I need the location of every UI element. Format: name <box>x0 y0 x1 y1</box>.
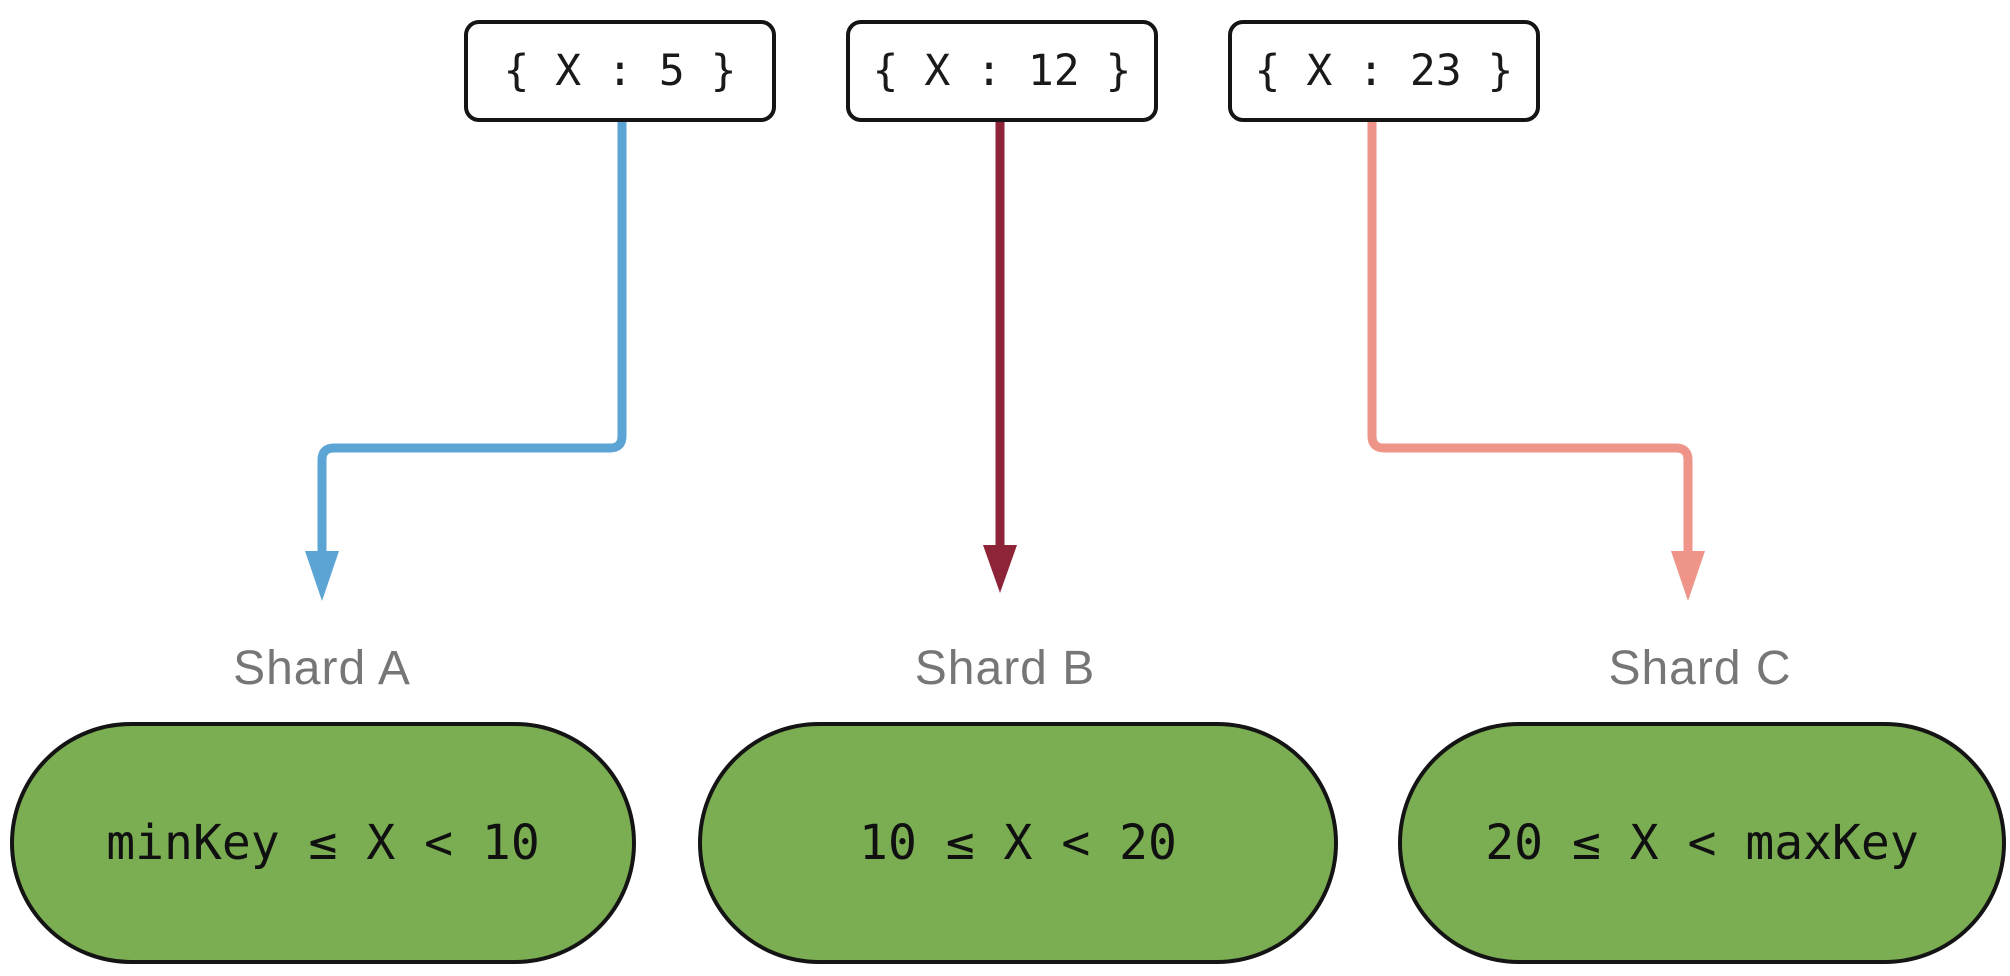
connector-arrow-shard-a <box>305 121 627 601</box>
document-box-x23: { X : 23 } <box>1228 20 1540 122</box>
arrowhead-shard-a-icon <box>305 551 339 601</box>
shard-a-range-node: minKey ≤ X < 10 <box>10 722 636 964</box>
arrowhead-shard-b-icon <box>983 545 1017 593</box>
document-box-x12: { X : 12 } <box>846 20 1158 122</box>
arrowhead-shard-c-icon <box>1671 551 1705 601</box>
document-box-x5: { X : 5 } <box>464 20 776 122</box>
shard-b-range-node: 10 ≤ X < 20 <box>698 722 1338 964</box>
shard-a-label: Shard A <box>233 642 411 695</box>
connector-line-shard-a <box>317 121 627 553</box>
shard-c-label: Shard C <box>1608 642 1792 695</box>
shard-c-range-node: 20 ≤ X < maxKey <box>1398 722 2006 964</box>
connector-line-shard-c <box>1367 121 1693 553</box>
shard-b-label: Shard B <box>914 642 1096 695</box>
connector-arrow-shard-b <box>983 121 1017 593</box>
connector-arrow-shard-c <box>1367 121 1705 601</box>
